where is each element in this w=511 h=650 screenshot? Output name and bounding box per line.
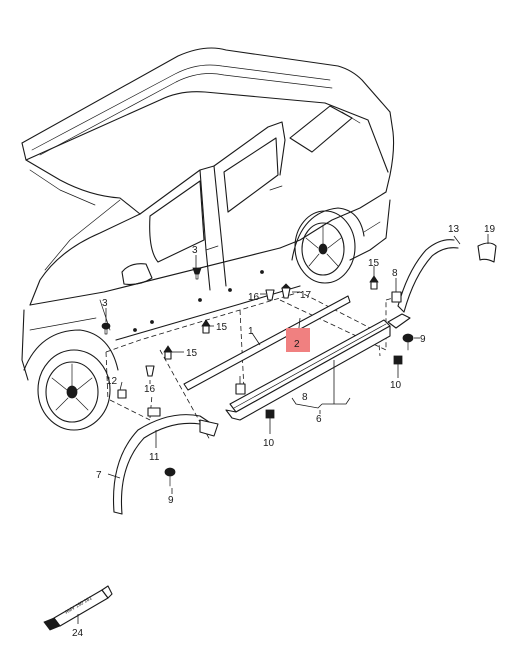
callout-9-rear: 9 [420,334,426,345]
car-body-outline [21,47,395,431]
clip-15-b [163,345,173,360]
rear-arch-trim [387,239,459,329]
clip-16-upper [265,289,275,301]
clip-12 [117,389,127,399]
callout-17: 17 [300,290,312,301]
nut-10-left [265,409,275,419]
clip-3-lower [101,322,111,335]
callout-2: 2 [294,339,300,350]
callout-8-lower: 8 [302,392,308,403]
callout-7: 7 [96,470,102,481]
clip-15-c [369,275,379,290]
callout-13: 13 [448,224,460,235]
callout-15-c: 15 [368,258,380,269]
callout-9-front: 9 [168,495,174,506]
callout-19: 19 [484,224,496,235]
clip-8-upper [391,291,402,303]
clip-11 [147,407,161,417]
callout-16-lower: 16 [144,384,156,395]
callout-8-upper: 8 [392,268,398,279]
rear-mudflap [477,242,497,263]
callout-15-b: 15 [186,348,198,359]
fasteners [101,267,414,487]
callout-1: 1 [248,326,254,337]
screw-9-front [164,467,176,487]
highlight-box [286,328,310,352]
callout-15-a: 15 [216,322,228,333]
callout-10-left: 10 [263,438,275,449]
callout-11: 11 [149,452,160,463]
callout-6: 6 [316,414,322,425]
callout-3-lower: 3 [102,298,108,309]
callout-24: 24 [72,628,84,639]
clip-16-lower [145,365,155,377]
clip-15-a [201,319,211,334]
callout-10-right: 10 [390,380,402,391]
upper-sill-trim [183,295,351,391]
screw-9-rear [402,333,414,351]
callout-12: 12 [106,376,118,387]
callout-16-upper: 16 [248,292,260,303]
front-arch-trim [112,414,219,515]
callout-labels: 1 2 3 3 6 7 8 8 9 9 10 10 11 12 13 15 15… [72,224,496,639]
sill-panel [225,319,391,421]
callout-3-upper: 3 [192,245,198,256]
clip-3-upper [192,267,202,280]
nut-10-right [393,355,403,365]
clip-17 [281,283,291,299]
clip-8-lower [235,383,246,395]
